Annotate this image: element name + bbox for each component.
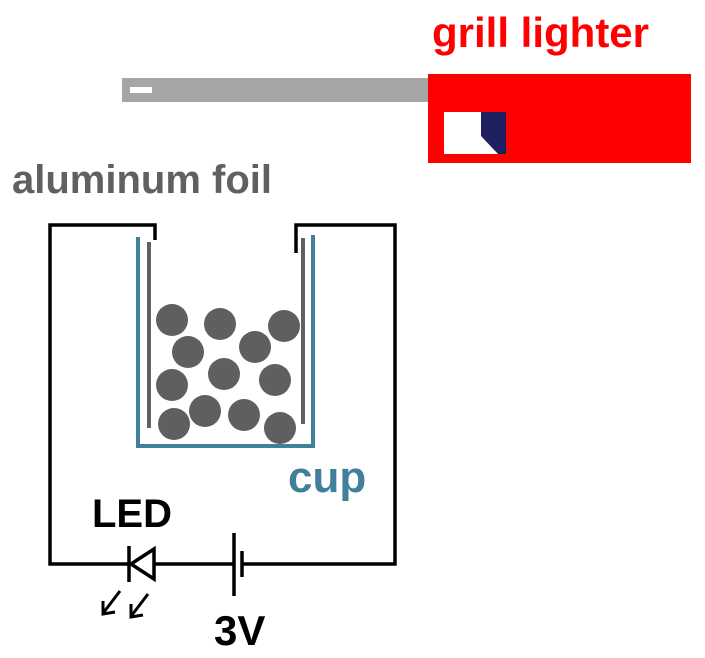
bead <box>156 369 188 401</box>
bead <box>239 331 271 363</box>
bead <box>158 408 190 440</box>
aluminum-foil <box>147 238 305 428</box>
lighter-rod-tip-mark <box>130 87 152 93</box>
bead <box>259 364 291 396</box>
battery-symbol <box>232 533 244 596</box>
bead <box>268 310 300 342</box>
light-arrow <box>102 590 122 613</box>
wire-right <box>242 223 397 566</box>
cup-label: cup <box>288 453 367 502</box>
aluminum-foil-label: aluminum foil <box>12 158 272 202</box>
light-arrow-head <box>129 604 144 619</box>
wire-left <box>48 223 157 566</box>
led-light-arrows <box>101 590 150 619</box>
circuit-wire <box>48 223 397 566</box>
bead <box>189 395 221 427</box>
led-triangle <box>127 545 156 583</box>
led-label: LED <box>92 492 172 536</box>
bead <box>172 336 204 368</box>
bead <box>156 304 188 336</box>
grill-lighter-label: grill lighter <box>432 9 650 56</box>
grill-lighter <box>122 74 691 163</box>
cup <box>136 235 315 448</box>
light-arrow <box>130 593 150 616</box>
battery-voltage-label: 3V <box>214 607 266 654</box>
beads <box>156 304 300 444</box>
bead <box>208 358 240 390</box>
bead <box>204 308 236 340</box>
light-arrow-head <box>101 601 116 616</box>
lighter-rod <box>122 78 430 102</box>
lighter-window-shade <box>481 112 506 154</box>
led-symbol <box>127 545 156 583</box>
bead <box>264 412 296 444</box>
bead <box>228 399 260 431</box>
